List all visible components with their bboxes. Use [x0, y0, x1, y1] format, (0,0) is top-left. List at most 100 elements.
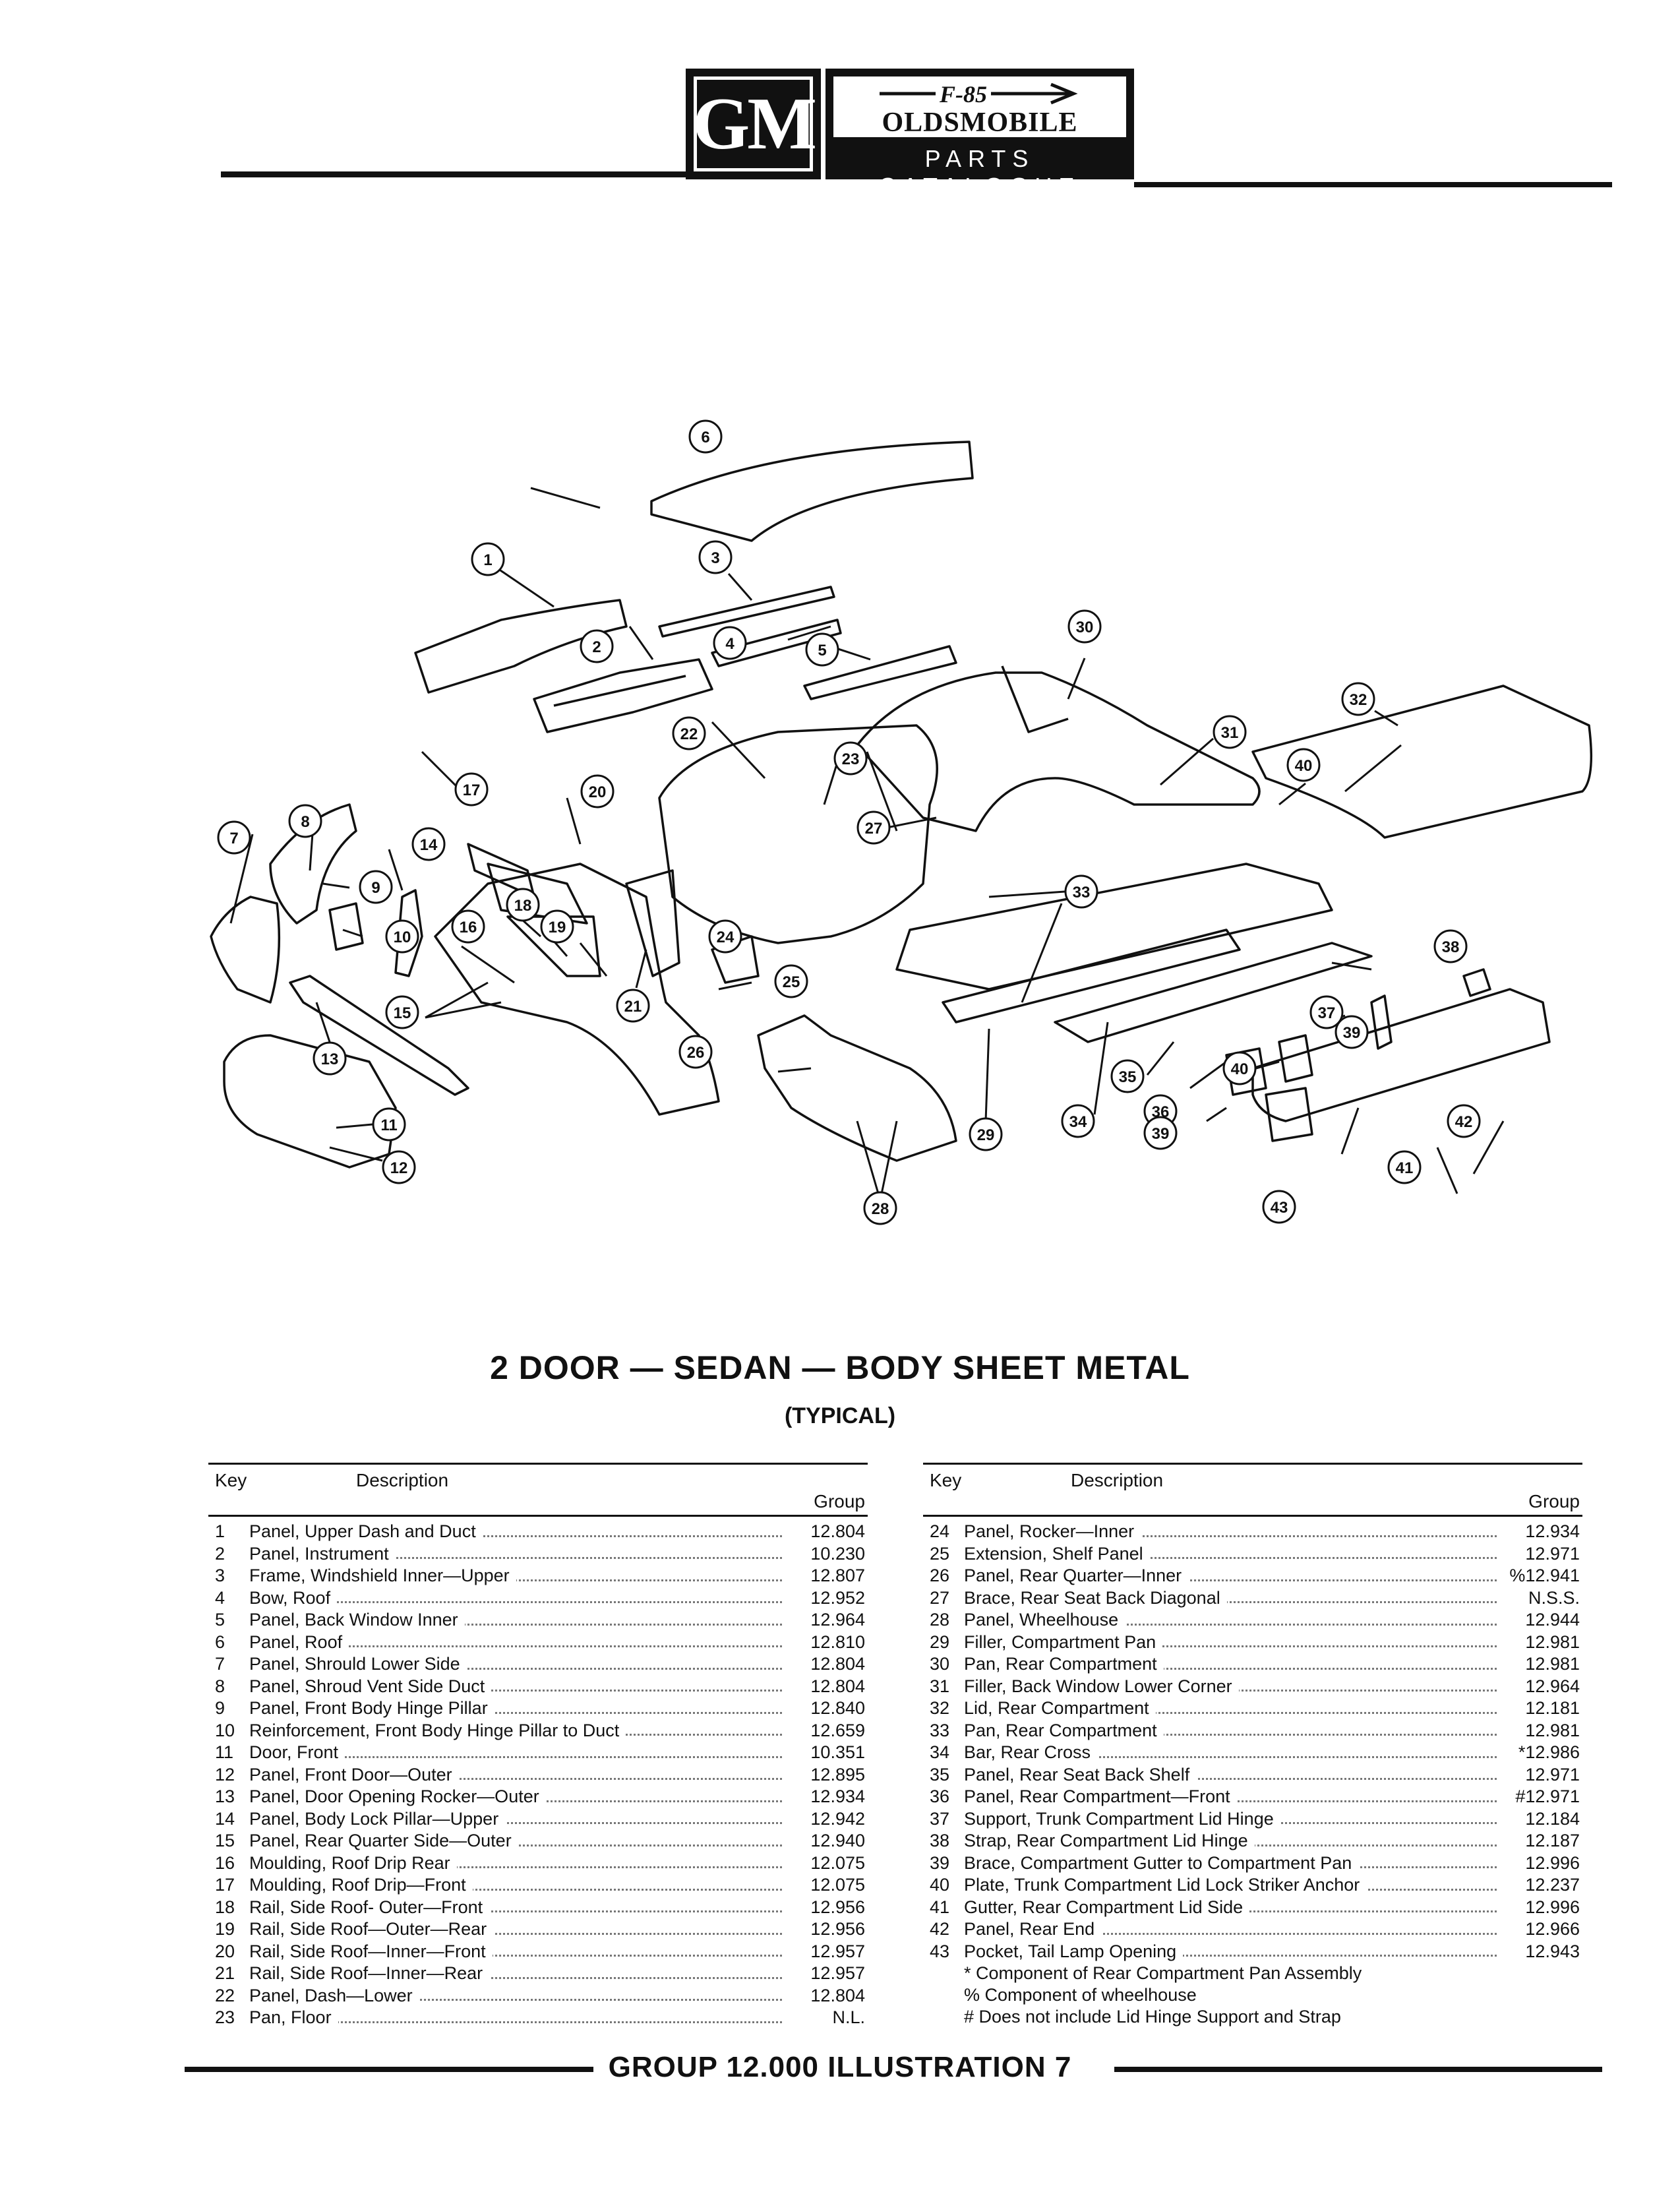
- part-description: Pan, Rear Compartment: [964, 1654, 1164, 1674]
- part-key: 20: [215, 1941, 235, 1961]
- part-description-cell: Pan, Floor: [249, 2007, 782, 2029]
- leader-lines: [229, 487, 1505, 1201]
- part-group: 12.966: [1525, 1919, 1580, 1939]
- callout-27-label: 27: [865, 820, 883, 838]
- table-header: Key Description Group: [923, 1463, 1582, 1517]
- part-group: 12.957: [810, 1941, 865, 1961]
- part-description: Panel, Upper Dash and Duct: [249, 1521, 483, 1541]
- callout-10: 10: [385, 919, 419, 954]
- part-group: 12.804: [810, 1676, 865, 1696]
- callout-20-label: 20: [589, 783, 607, 801]
- part-key: 38: [930, 1831, 950, 1850]
- part-key: 26: [930, 1566, 950, 1585]
- part-key: 19: [215, 1919, 235, 1939]
- part-description-cell: Panel, Rear Quarter Side—Outer: [249, 1830, 782, 1852]
- part-key: 5: [215, 1610, 225, 1630]
- callout-6: 6: [688, 419, 723, 454]
- part-description: Reinforcement, Front Body Hinge Pillar t…: [249, 1720, 626, 1740]
- part-group: 12.956: [810, 1897, 865, 1917]
- callout-41-label: 40: [1295, 757, 1313, 775]
- callout-16: 16: [451, 909, 485, 944]
- callout-12: 12: [382, 1150, 416, 1184]
- callout-41: 40: [1286, 748, 1321, 782]
- callout-11: 11: [372, 1107, 406, 1142]
- part-description: Rail, Side Roof—Outer—Rear: [249, 1919, 494, 1939]
- part-description-cell: Panel, Door Opening Rocker—Outer: [249, 1786, 782, 1808]
- part-description: Frame, Windshield Inner—Upper: [249, 1566, 516, 1585]
- part-description: Strap, Rear Compartment Lid Hinge: [964, 1831, 1255, 1850]
- footer-rule-left: [185, 2067, 593, 2072]
- illustration-subtitle: (TYPICAL): [784, 1403, 896, 1428]
- callout-30-label: 30: [1076, 619, 1094, 636]
- part-description-cell: Gutter, Rear Compartment Lid Side: [964, 1897, 1497, 1919]
- part-description-cell: Filler, Compartment Pan: [964, 1632, 1497, 1654]
- callout-9: 9: [359, 870, 393, 904]
- gm-logo: GM: [686, 69, 821, 179]
- part-description-cell: Brace, Compartment Gutter to Compartment…: [964, 1852, 1497, 1875]
- part-group: 12.804: [810, 1521, 865, 1541]
- part-key: 13: [215, 1786, 235, 1806]
- part-description: Support, Trunk Compartment Lid Hinge: [964, 1808, 1280, 1829]
- part-group: 12.187: [1525, 1831, 1580, 1850]
- part-description-cell: Bow, Roof: [249, 1587, 782, 1610]
- part-description: Gutter, Rear Compartment Lid Side: [964, 1897, 1250, 1917]
- part-description-cell: Panel, Dash—Lower: [249, 1985, 782, 2007]
- part-group: 12.659: [810, 1720, 865, 1740]
- part-description: Panel, Rear Quarter Side—Outer: [249, 1831, 518, 1850]
- part-key: 16: [215, 1852, 235, 1873]
- key-column-header: Key: [215, 1470, 247, 1490]
- part-description: Rail, Side Roof—Inner—Rear: [249, 1963, 490, 1983]
- part-group: 12.957: [810, 1963, 865, 1983]
- callout-circles: 6 1 3 2 4 5 30 32 31 40 22 23 27 33 38 3…: [217, 419, 1481, 1225]
- header-rule-left: [221, 171, 686, 177]
- catalogue-header: GM F-85 OLDSMOBILE PARTS CATALOGUE: [686, 69, 1134, 200]
- callout-23: 23: [833, 741, 868, 776]
- group-column-header: Group: [814, 1491, 865, 1511]
- callout-26-label: 26: [687, 1044, 705, 1062]
- callout-33-label: 33: [1073, 884, 1091, 901]
- part-description-cell: Panel, Rear Compartment—Front: [964, 1786, 1497, 1808]
- part-group: 12.981: [1525, 1632, 1580, 1652]
- callout-15-label: 15: [394, 1004, 411, 1022]
- callout-39a-label: 39: [1343, 1024, 1361, 1042]
- part-description: Panel, Front Body Hinge Pillar: [249, 1698, 495, 1718]
- part-group: 12.996: [1525, 1852, 1580, 1873]
- callout-25: 25: [774, 964, 808, 998]
- callout-14-label: 14: [420, 836, 438, 854]
- part-key: 33: [930, 1720, 950, 1740]
- part-description-cell: Extension, Shelf Panel: [964, 1543, 1497, 1566]
- part-key: 1: [215, 1521, 225, 1541]
- part-key: 43: [930, 1941, 950, 1961]
- callout-37-label: 37: [1318, 1004, 1336, 1022]
- part-group: 12.942: [810, 1808, 865, 1829]
- catalogue-subtitle: PARTS CATALOGUE: [878, 145, 1081, 200]
- part-key: 23: [215, 2007, 235, 2027]
- callout-31-label: 31: [1221, 724, 1239, 742]
- callout-7: 7: [217, 820, 251, 855]
- callout-8: 8: [288, 804, 322, 838]
- part-key: 21: [215, 1963, 235, 1983]
- callout-34: 34: [1061, 1104, 1095, 1138]
- callout-29-label: 29: [977, 1126, 995, 1144]
- part-key: 15: [215, 1831, 235, 1850]
- part-description: Pocket, Tail Lamp Opening: [964, 1941, 1184, 1961]
- callout-43b: 43: [1262, 1190, 1296, 1224]
- part-key: 25: [930, 1543, 950, 1564]
- part-group: 12.184: [1525, 1808, 1580, 1829]
- callout-24: 24: [708, 919, 742, 954]
- callout-34-label: 34: [1069, 1113, 1087, 1131]
- part-description-cell: Bar, Rear Cross: [964, 1742, 1497, 1764]
- part-description-cell: Panel, Front Body Hinge Pillar: [249, 1697, 782, 1720]
